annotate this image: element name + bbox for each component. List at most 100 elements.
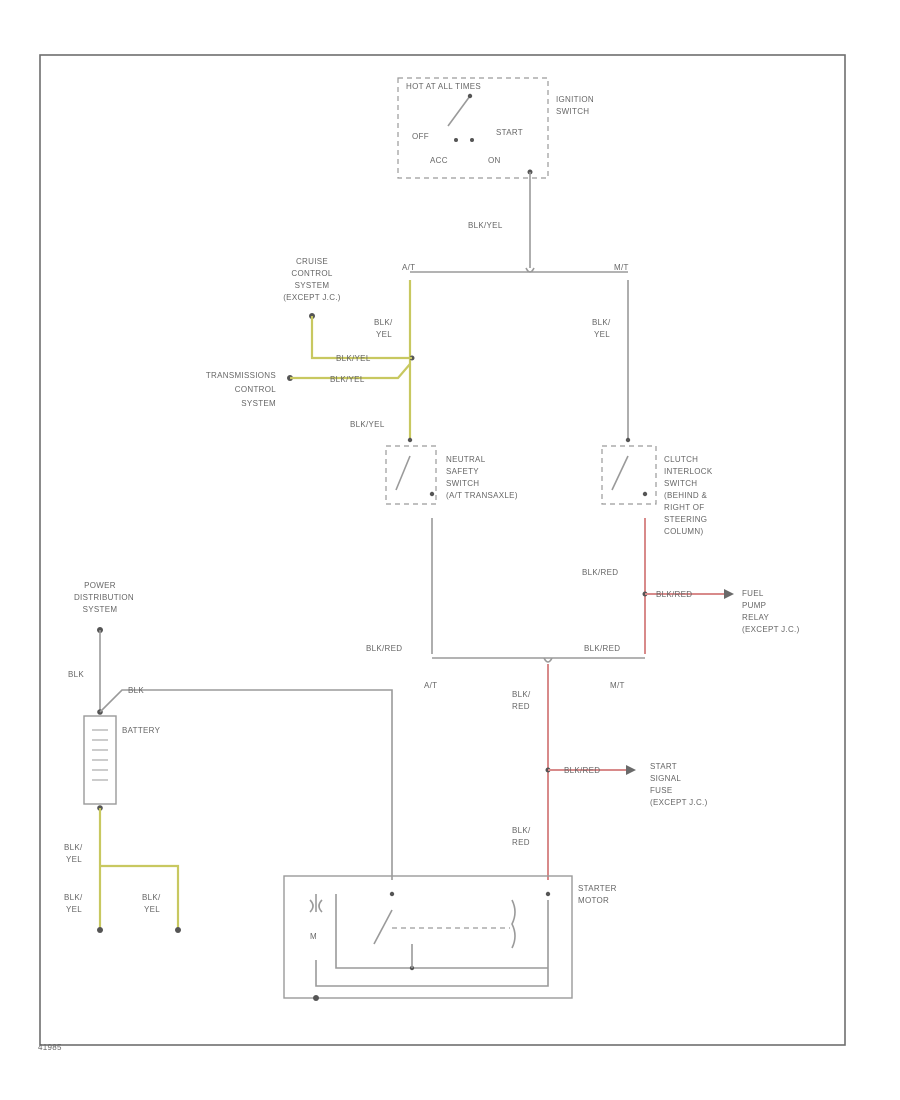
clutch-interlock-switch: CLUTCH INTERLOCK SWITCH (BEHIND & RIGHT …	[601, 437, 713, 536]
figure-id: 41985	[38, 1043, 62, 1052]
fuel-relay-label-4: (EXCEPT J.C.)	[742, 625, 800, 634]
cruise-wire-label: BLK/YEL	[336, 354, 371, 363]
cis-label-5: RIGHT OF	[664, 503, 704, 512]
transmission-label-3: SYSTEM	[241, 399, 276, 408]
ignition-switch-blade	[447, 95, 471, 127]
cis-label-3: SWITCH	[664, 479, 697, 488]
branch-at-label: A/T	[402, 263, 415, 272]
diagram-frame	[39, 54, 846, 1046]
ignition-switch-label-1: IGNITION	[556, 95, 594, 104]
nss-in-wire-label: BLK/YEL	[350, 420, 385, 429]
clutch-interlock-box	[601, 445, 657, 505]
pos-start-label: START	[496, 128, 523, 137]
ground-a	[97, 927, 103, 933]
starter-solenoid-contact	[373, 909, 393, 945]
ground-branch-wire	[100, 864, 180, 930]
power-dist-label-2: DISTRIBUTION	[74, 593, 134, 602]
starter-motor: STARTER MOTOR M	[283, 875, 616, 1001]
nss-out-wire-label: BLK/RED	[366, 644, 402, 653]
ground-b	[175, 927, 181, 933]
left-feed-label-2: YEL	[376, 330, 392, 339]
cruise-control-branch: CRUISE CONTROL SYSTEM (EXCEPT J.C.) BLK/…	[283, 257, 412, 363]
starter-feed-label-1a: BLK/	[512, 690, 531, 699]
cruise-wire	[310, 316, 412, 360]
starter-coil-left	[309, 899, 323, 913]
signal-fuse-label-2: SIGNAL	[650, 774, 681, 783]
cruise-label-1: CRUISE	[296, 257, 328, 266]
transmission-wire	[290, 363, 411, 380]
left-feed-label-1: BLK/	[374, 318, 393, 327]
trans-wire-label: BLK/YEL	[330, 375, 365, 384]
mt-out-wire-label: BLK/RED	[584, 644, 620, 653]
ign-out-wire-label: BLK/YEL	[468, 221, 503, 230]
neutral-safety-switch: NEUTRAL SAFETY SWITCH (A/T TRANSAXLE)	[385, 437, 518, 505]
cis-label-6: STEERING	[664, 515, 707, 524]
ignition-switch: HOT AT ALL TIMES IGNITION SWITCH OFF STA…	[397, 77, 594, 179]
ignition-pivot	[467, 93, 473, 99]
fuel-wire-label: BLK/RED	[656, 590, 692, 599]
ignition-switch-label-2: SWITCH	[556, 107, 589, 116]
starter-motor-label-2: MOTOR	[578, 896, 609, 905]
ignition-contact-on	[470, 138, 474, 142]
cis-top-terminal	[625, 437, 631, 443]
cis-label-7: COLUMN)	[664, 527, 703, 536]
signal-fuse-label-3: FUSE	[650, 786, 673, 795]
nss-top-terminal	[407, 437, 413, 443]
transmission-label-2: CONTROL	[235, 385, 276, 394]
join-tee	[543, 657, 553, 663]
right-feed-label-1: BLK/	[592, 318, 611, 327]
power-distribution-battery: POWER DISTRIBUTION SYSTEM BLK BATTERY	[68, 581, 160, 811]
right-feed-label-2: YEL	[594, 330, 610, 339]
cis-label-4: (BEHIND &	[664, 491, 708, 500]
ignition-switch-box	[397, 77, 549, 179]
starter-ground	[313, 995, 319, 1001]
transmission-label-1: TRANSMISSIONS	[206, 371, 276, 380]
branch-tee	[525, 267, 535, 273]
nss-bottom-terminal	[429, 491, 435, 497]
gnd-b-label-2: YEL	[144, 905, 160, 914]
signal-fuse-arrow-icon	[626, 765, 636, 775]
neutral-safety-switch-box	[385, 445, 437, 505]
battery-to-starter-wire	[99, 689, 393, 880]
starter-internal-loop	[315, 894, 549, 987]
batt-pos-wire-label: BLK	[68, 670, 84, 679]
cruise-label-2: CONTROL	[291, 269, 332, 278]
starter-m-label: M	[310, 932, 317, 941]
pos-off-label: OFF	[412, 132, 429, 141]
join-at-label: A/T	[424, 681, 437, 690]
signal-wire-label: BLK/RED	[564, 766, 600, 775]
transmission-control-branch: BLK/YEL TRANSMISSIONS CONTROL SYSTEM	[206, 363, 411, 408]
starter-s-terminal	[545, 891, 551, 897]
starter-feed-label-1b: RED	[512, 702, 530, 711]
cis-label-2: INTERLOCK	[664, 467, 713, 476]
cruise-label-4: (EXCEPT J.C.)	[283, 293, 341, 302]
cis-bottom-terminal	[642, 491, 648, 497]
ignition-contact-acc	[454, 138, 458, 142]
gnd-a-label-1: BLK/	[64, 893, 83, 902]
hot-at-all-times-label: HOT AT ALL TIMES	[406, 82, 481, 91]
cis-blade	[611, 455, 629, 491]
signal-fuse-label-4: (EXCEPT J.C.)	[650, 798, 708, 807]
starter-feed-label-2a: BLK/	[512, 826, 531, 835]
cis-label-1: CLUTCH	[664, 455, 698, 464]
power-dist-label-1: POWER	[84, 581, 116, 590]
join-mt-label: M/T	[610, 681, 625, 690]
fuel-relay-arrow-icon	[724, 589, 734, 599]
cruise-label-3: SYSTEM	[295, 281, 330, 290]
fuel-relay-label-2: PUMP	[742, 601, 766, 610]
starter-b-terminal	[389, 891, 395, 897]
gnd-b-label-1: BLK/	[142, 893, 161, 902]
starter-field-wire	[335, 894, 548, 969]
starter-motor-box	[283, 875, 573, 999]
fuel-relay-label-1: FUEL	[742, 589, 764, 598]
power-dist-label-3: SYSTEM	[83, 605, 118, 614]
branch-mt-label: M/T	[614, 263, 629, 272]
pos-acc-label: ACC	[430, 156, 448, 165]
nss-blade	[395, 455, 411, 491]
clutch-out-wire-label: BLK/RED	[582, 568, 618, 577]
starter-coil-right	[511, 899, 516, 949]
batt-to-starter-label: BLK	[128, 686, 144, 695]
nss-label-4: (A/T TRANSAXLE)	[446, 491, 518, 500]
batt-neg-label-1b: YEL	[66, 855, 82, 864]
